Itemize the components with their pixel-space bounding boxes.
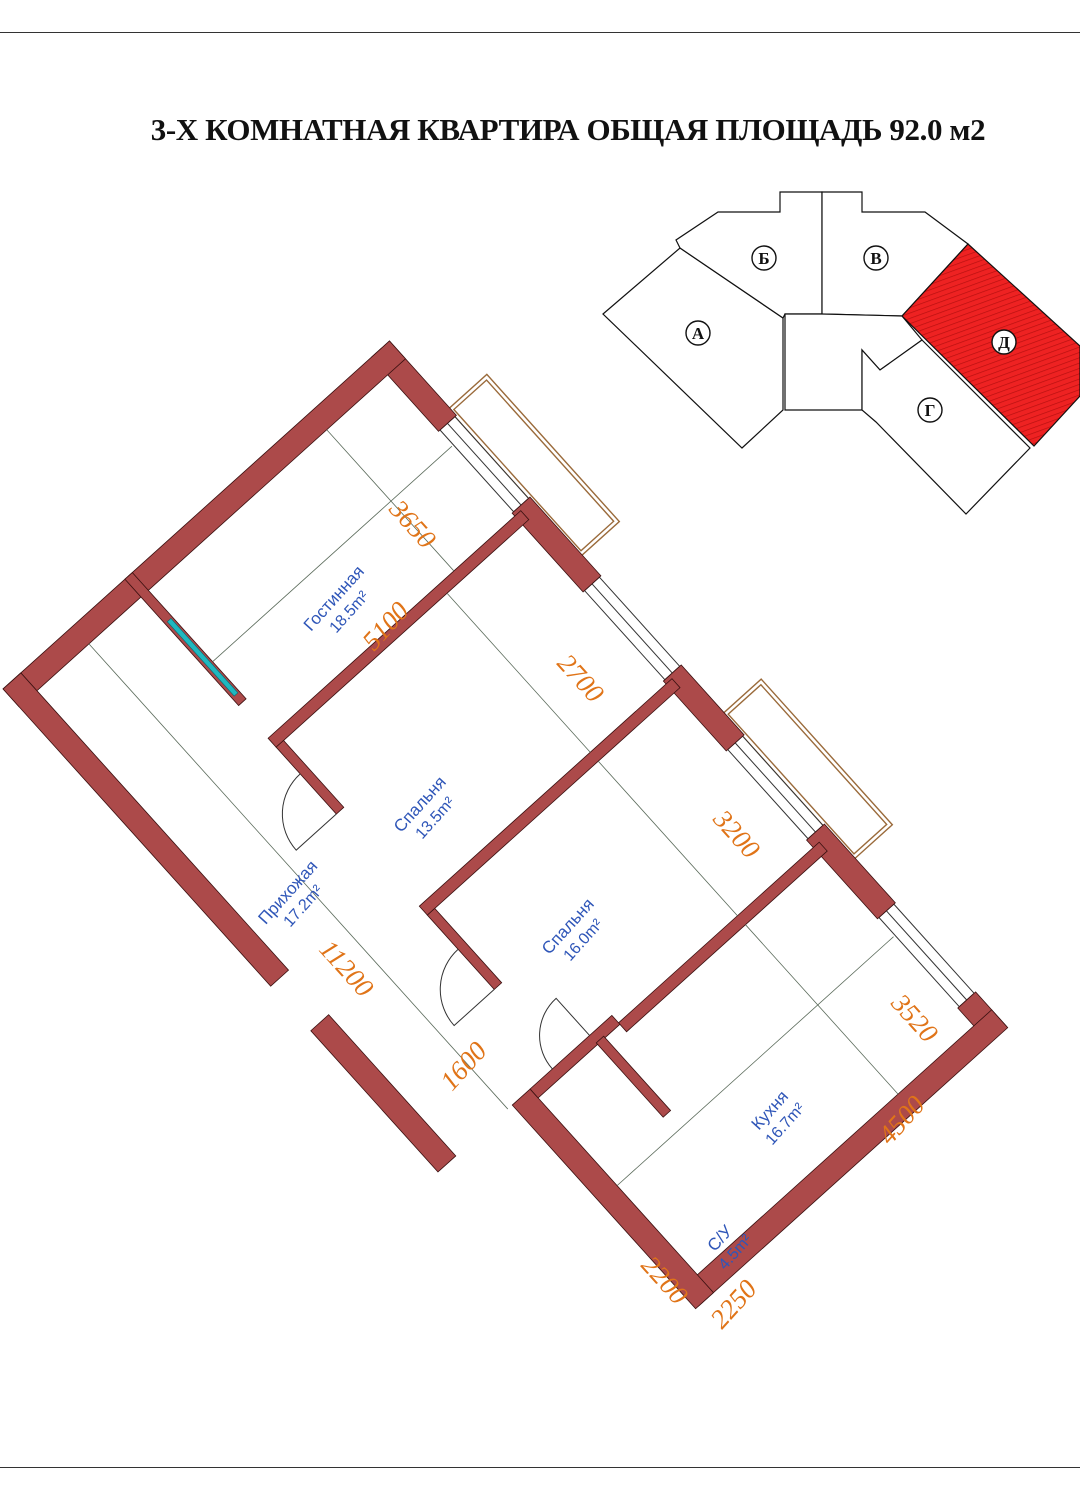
- dimension-lines: [88, 429, 899, 1186]
- wall-outer-3: [662, 664, 745, 752]
- key-label-b: Б: [758, 249, 769, 268]
- key-section-d-highlight: [901, 243, 1080, 447]
- dim-2200: 2200: [636, 1250, 695, 1311]
- wall-bedroom-bedroom: [418, 678, 681, 916]
- dim-3520: 3520: [885, 987, 944, 1048]
- room-labels: Гостинная 18.5m² Спальня 13.5m² Спальня …: [254, 562, 808, 1273]
- wall-hall-bedroom1: [275, 739, 345, 815]
- room-hallway: Прихожая 17.2m²: [254, 857, 326, 931]
- door-bathroom: [539, 997, 590, 1070]
- key-label-a: А: [692, 324, 705, 343]
- wall-living-bedroom: [267, 510, 530, 748]
- wall-bathroom-top: [595, 1035, 672, 1118]
- wall-bedroom-kitchen: [617, 841, 828, 1033]
- top-border-line: [0, 32, 1080, 33]
- wall-outer-4: [805, 823, 896, 920]
- dim-2700: 2700: [552, 648, 611, 709]
- balcony-bedroom-inner: [727, 683, 888, 855]
- balcony-living-inner: [452, 379, 615, 552]
- door-bedroom-1: [281, 773, 337, 851]
- room-bedroom-1: Спальня 13.5m²: [390, 773, 459, 843]
- key-label-d: Д: [998, 333, 1010, 352]
- doors: [281, 773, 590, 1070]
- windows: [439, 415, 975, 1008]
- wall-bathroom: [529, 1014, 621, 1099]
- bottom-border-line: [0, 1467, 1080, 1468]
- key-label-g: Г: [925, 401, 936, 420]
- key-section-labels: А Б В Г Д: [685, 245, 1017, 423]
- walls: [2, 340, 1009, 1310]
- dim-1600: 1600: [434, 1035, 493, 1096]
- key-section-b: [675, 191, 823, 319]
- dim-3200: 3200: [707, 803, 766, 864]
- plan-title: 3-Х КОМНАТНАЯ КВАРТИРА ОБЩАЯ ПЛОЩАДЬ 92.…: [150, 112, 986, 147]
- wall-hall-bedroom2: [426, 907, 503, 990]
- door-bedroom-2: [439, 948, 495, 1027]
- wall-corridor-b: [310, 1014, 457, 1173]
- room-bathroom: С/У 4.5m²: [704, 1221, 756, 1273]
- key-label-v: В: [870, 249, 881, 268]
- dim-11200: 11200: [314, 934, 380, 1003]
- room-kitchen: Кухня 16.7m²: [748, 1087, 809, 1149]
- balconies: [447, 373, 894, 861]
- key-section-g2: [861, 339, 1031, 515]
- wall-outer-2: [511, 496, 602, 593]
- wall-corridor-a: [2, 672, 290, 987]
- room-bedroom-2: Спальня 16.0m²: [538, 895, 607, 965]
- key-section-a: [602, 247, 784, 449]
- wall-bottom-right: [511, 1088, 715, 1310]
- glass-door-living: [166, 618, 239, 697]
